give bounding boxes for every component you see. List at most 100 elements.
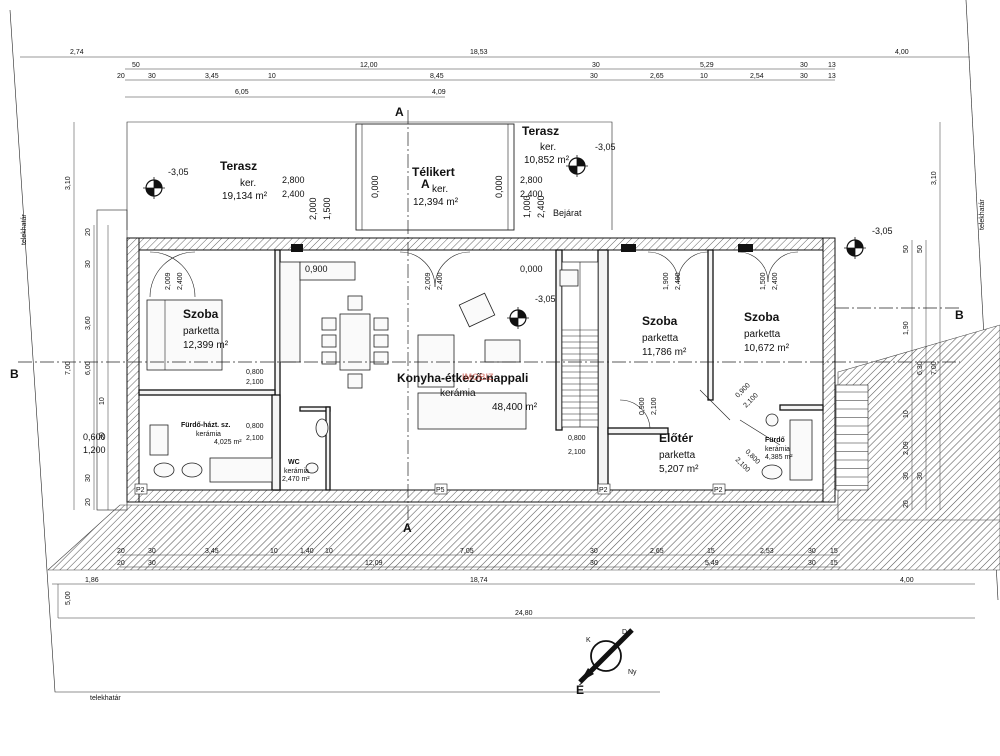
room-szoba1-name: Szoba	[183, 307, 219, 321]
dim-left-3: 30	[85, 260, 92, 268]
column-tag-2: P5	[436, 487, 445, 494]
opening-14: 2,100	[246, 379, 264, 386]
dim-bot-r1-3: 3,45	[205, 548, 219, 555]
compass-d: D	[622, 629, 627, 636]
dim-left-11: 30	[85, 474, 92, 482]
dim-left-9: 1,200	[83, 445, 106, 455]
room-terasz-left-floor: ker.	[240, 178, 256, 189]
opening-28: 2,400	[437, 272, 444, 290]
opening-3: 0,000	[370, 175, 380, 198]
opening-30: 2,400	[772, 272, 779, 290]
dim-left-8: 0,600	[83, 432, 106, 442]
opening-1: 2,800	[282, 175, 305, 185]
dim-bot-r1-10: 15	[707, 548, 715, 555]
bottom-dimensions: 20 30 3,45 10 1,40 10 7,05 30 2,65 15 2,…	[52, 548, 975, 702]
column-tag-3: P2	[599, 487, 608, 494]
dim-top-r3-9: 2,54	[750, 73, 764, 80]
opening-dimensions: 2,800 2,400 0,000 0,000 2,800 2,400 2,00…	[165, 175, 779, 474]
dim-top-r3-4: 10	[268, 73, 276, 80]
right-dimensions: 3,10 50 50 1,90 6,30 7,00 10 2,09 30 30 …	[903, 122, 986, 510]
opening-20: 2,100	[651, 397, 658, 415]
dim-top-r3-7: 2,65	[650, 73, 664, 80]
dim-top-r2-5: 30	[800, 62, 808, 69]
dim-left-10: 30	[99, 432, 106, 440]
opening-2: 2,400	[282, 189, 305, 199]
top-dimensions: 2,74 18,53 4,00 50 12,00 30 5,29 30 13 2…	[20, 49, 970, 98]
room-wc-name: WC	[288, 459, 300, 466]
dim-top-r3-8: 10	[700, 73, 708, 80]
dim-top-r4-1: 6,05	[235, 89, 249, 96]
dim-top-r3-3: 3,45	[205, 73, 219, 80]
dim-bot-r2-2: 30	[148, 560, 156, 567]
room-terasz-left-name: Terasz	[220, 159, 257, 173]
dim-top-1: 2,74	[70, 49, 84, 56]
opening-18: 2,100	[568, 449, 586, 456]
dim-top-r2-2: 12,00	[360, 62, 378, 69]
dim-top-r3-11: 13	[828, 73, 836, 80]
house-walls: P2 P5 P2 P2	[126, 237, 836, 503]
dim-bot-r2-3: 12,09	[365, 560, 383, 567]
dim-top-r2-4: 5,29	[700, 62, 714, 69]
dim-top-r3-1: 20	[117, 73, 125, 80]
entrance-label: Bejárat	[553, 208, 582, 218]
dim-right-4: 1,90	[903, 321, 910, 335]
room-eloter-floor: parketta	[659, 450, 696, 461]
opening-27: 2,009	[425, 272, 432, 290]
dim-bot-r2-6: 30	[808, 560, 816, 567]
plot-line-label-bottom: telekhatár	[90, 695, 121, 702]
section-b-left: B	[10, 367, 19, 381]
opening-32: 2,400	[675, 272, 682, 290]
dim-right-9: 30	[903, 472, 910, 480]
dim-top-3: 4,00	[895, 49, 909, 56]
dim-bot-r2-5: 5,49	[705, 560, 719, 567]
left-dimensions: 3,10 20 30 3,60 7,00 6,00 10 0,600 1,200…	[21, 122, 109, 510]
dim-bot-r1-13: 15	[830, 548, 838, 555]
opening-9: 1,000	[522, 195, 532, 218]
dim-bot-r1-5: 1,40	[300, 548, 314, 555]
dim-bot-r1-6: 10	[325, 548, 333, 555]
opening-16: 2,100	[246, 435, 264, 442]
room-szoba2-floor: parketta	[642, 333, 679, 344]
opening-11: 0,900	[305, 264, 328, 274]
dim-left-1: 3,10	[65, 176, 72, 190]
opening-31: 1,900	[663, 272, 670, 290]
room-furdo-area: 4,385 m²	[765, 454, 793, 461]
room-szoba1-area: 12,399 m²	[183, 340, 229, 351]
section-a-mid: A	[421, 177, 430, 191]
room-konyha-name: Konyha-étkező-nappali	[397, 371, 528, 385]
level-4: -3,05	[872, 226, 893, 236]
section-lines: B B A A A	[10, 105, 964, 535]
room-furdo-haztsz-area: 4,025 m²	[214, 439, 242, 446]
opening-22: 2,100	[742, 392, 759, 409]
dim-left-5: 7,00	[65, 361, 72, 375]
opening-4: 0,000	[494, 175, 504, 198]
dim-right-8: 2,09	[903, 441, 910, 455]
room-telikert-floor: ker.	[432, 184, 448, 195]
room-szoba3-floor: parketta	[744, 329, 781, 340]
opening-15: 0,800	[246, 423, 264, 430]
opening-26: 2,400	[177, 272, 184, 290]
room-furdo-floor: kerámia	[765, 446, 790, 453]
level-3: -3,05	[535, 294, 556, 304]
dim-bot-r2-4: 30	[590, 560, 598, 567]
opening-5: 2,800	[520, 175, 543, 185]
dim-right-3: 50	[917, 245, 924, 253]
column-tag-1: P2	[136, 487, 145, 494]
opening-17: 0,800	[568, 435, 586, 442]
dim-top-r2-6: 13	[828, 62, 836, 69]
room-terasz-right-name: Terasz	[522, 124, 559, 138]
opening-24: 2,100	[734, 456, 751, 473]
room-eloter-name: Előtér	[659, 431, 693, 445]
dim-right-6: 7,00	[931, 361, 938, 375]
dim-left-6: 6,00	[85, 361, 92, 375]
opening-12: 0,000	[520, 264, 543, 274]
dim-right-7: 10	[903, 410, 910, 418]
room-furdo-name: Fürdő	[765, 437, 785, 444]
opening-25: 2,009	[165, 272, 172, 290]
room-wc-floor: kerámia	[284, 468, 309, 475]
opening-10: 2,400	[536, 195, 546, 218]
level-markers: -3,05 -3,05 -3,05 -3,05	[143, 142, 893, 329]
exterior-stairs	[835, 384, 869, 491]
dim-bot-r1-8: 30	[590, 548, 598, 555]
room-telikert-area: 12,394 m²	[413, 197, 459, 208]
